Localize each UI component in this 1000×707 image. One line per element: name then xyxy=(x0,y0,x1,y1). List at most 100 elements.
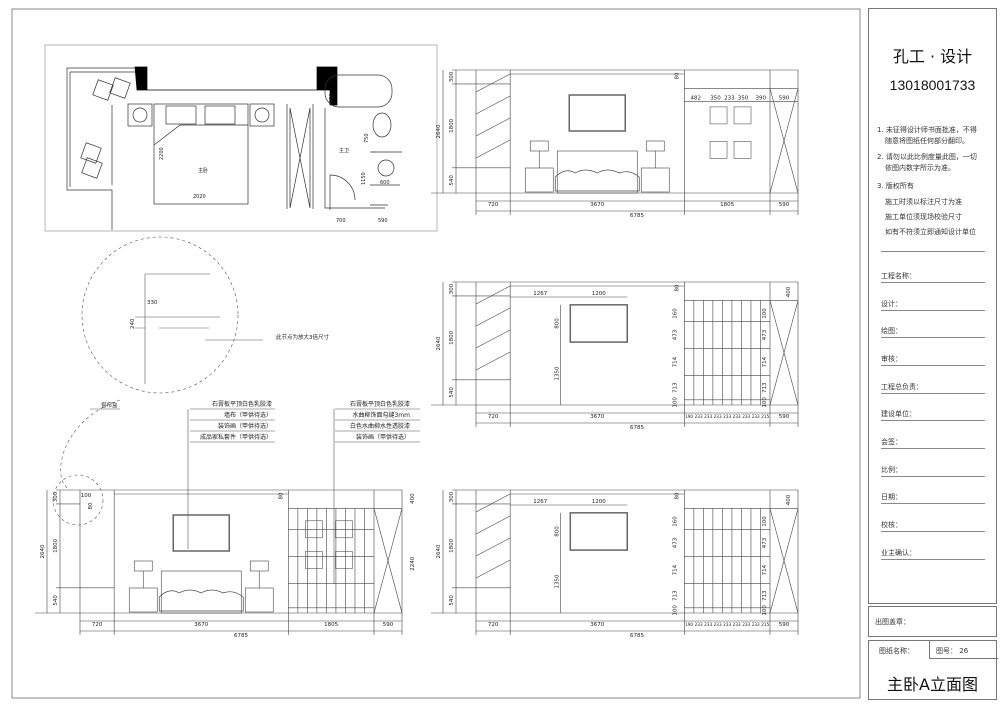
hatch-line xyxy=(475,493,511,513)
field-review: 审核： xyxy=(881,354,985,366)
lamp-shade xyxy=(133,560,153,572)
ceiling-gap-dim: 80 xyxy=(278,492,284,499)
room-label-bath: 主卫 xyxy=(339,147,349,154)
top-right-dim: 400 xyxy=(786,286,792,297)
ceiling-gap-dim: 80 xyxy=(674,284,680,291)
cross-line xyxy=(769,88,799,194)
grid-dim: 100 xyxy=(762,516,768,527)
grid-dim: 473 xyxy=(672,537,678,548)
grid-dim: 100 xyxy=(762,308,768,319)
wardrobe-panel xyxy=(733,106,752,125)
lamp-shade xyxy=(645,140,665,152)
grid-bottom-dim: 233 xyxy=(695,622,703,627)
picture-dim: 1350 xyxy=(554,366,560,380)
studio-name: 孔工 · 设计 xyxy=(892,47,973,66)
picture-frame xyxy=(172,514,231,552)
left-dim: 540 xyxy=(449,175,455,186)
left-dim: 1800 xyxy=(53,538,59,552)
bed-headboard xyxy=(160,570,242,614)
lamp-shade xyxy=(249,560,269,572)
wardrobe-dim: 350 xyxy=(710,95,721,101)
picture-frame xyxy=(569,304,628,343)
callout-left-3: 成品家私套件（甲供待选） xyxy=(200,433,272,441)
cushion-icon xyxy=(80,77,131,179)
callout-left-0: 石膏板平顶白色乳胶漆 xyxy=(212,400,272,408)
grid-dim: 473 xyxy=(762,537,768,548)
bay-window xyxy=(66,67,135,230)
detail-note: 此节点为放大3倍尺寸 xyxy=(276,333,329,341)
top-right-dim: 400 xyxy=(786,494,792,505)
callout-right-3: 装饰画（甲供待选） xyxy=(356,433,410,441)
hatch-line xyxy=(475,351,511,371)
total-width-dim: 6785 xyxy=(234,633,248,639)
left-dim: 1800 xyxy=(449,538,455,552)
bottom-dim: 590 xyxy=(779,622,790,628)
right-height-dim: 2240 xyxy=(410,556,416,570)
grid-dim: 713 xyxy=(762,382,768,393)
drawing-title: 主卧A立面图 xyxy=(887,675,978,694)
dim-door: 700 xyxy=(336,218,346,224)
wardrobe-dim: 590 xyxy=(779,95,790,101)
grid-dim: 473 xyxy=(672,329,678,340)
grid-bottom-dim: 233 xyxy=(733,622,741,627)
wardrobe-panel xyxy=(709,106,728,125)
stamp-box: 出图盖章： xyxy=(868,606,997,637)
bottom-dim: 720 xyxy=(92,622,103,628)
bottom-dim: 3670 xyxy=(590,622,604,628)
bottom-dim: 590 xyxy=(779,202,790,208)
grid-bottom-dim: 233 xyxy=(704,414,712,419)
nightstand xyxy=(640,167,670,193)
hatch-line xyxy=(475,139,511,159)
drawing-number-cell: 图号： 26 xyxy=(929,641,998,659)
plan-labels: 主卧 主卫 2200 2020 950 750 1150 600 700 590 xyxy=(159,93,390,224)
bathtub xyxy=(324,74,393,108)
left-dim: 1800 xyxy=(449,330,455,344)
total-width-dim: 6785 xyxy=(630,633,644,639)
callouts xyxy=(187,408,420,584)
toilet xyxy=(372,112,392,138)
dim-bed-width: 2020 xyxy=(193,194,206,200)
note-3b: 施工单位须现场校验尺寸 xyxy=(885,213,962,221)
wardrobe-dim: 482 xyxy=(691,95,702,101)
grid-bottom-dim: 190 xyxy=(685,622,693,627)
wardrobe-panel xyxy=(335,520,353,539)
bath-door xyxy=(324,108,385,210)
field-owner-confirm: 业主确认： xyxy=(881,548,985,560)
grid-bottom-dim: 233 xyxy=(733,414,741,419)
bottom-dim: 720 xyxy=(488,202,499,208)
grid-bottom-dim: 233 xyxy=(723,622,731,627)
nightstand-icon xyxy=(127,103,275,127)
total-width-dim: 6785 xyxy=(630,213,644,219)
left-dim: 540 xyxy=(449,387,455,398)
note-3a: 施工时须以标注尺寸为准 xyxy=(885,198,962,206)
grid-dim: 100 xyxy=(762,397,768,408)
detail-labels: 330 240 此节点为放大3倍尺寸 窗帘盒 xyxy=(101,300,329,409)
bottom-dim: 3670 xyxy=(194,622,208,628)
sheet-border xyxy=(11,8,861,699)
drawing-title-box: 图纸名称： 图号： 26 主卧A立面图 xyxy=(868,640,998,700)
top-right-dim: 400 xyxy=(410,493,416,504)
note-2b: 依图内数字所示为准。 xyxy=(885,164,955,172)
grid-dim: 714 xyxy=(762,356,768,367)
grid-bottom-dim: 233 xyxy=(704,622,712,627)
hatch-line xyxy=(475,515,511,535)
left-dim: 540 xyxy=(449,595,455,606)
grid-dim: 100 xyxy=(762,605,768,616)
title-block: 孔工 · 设计 13018001733 1. 未征得设计师书面批准，不得 随意将… xyxy=(868,8,997,604)
hatch-line xyxy=(475,73,511,93)
detail-dim: 80 xyxy=(88,502,94,509)
note-1b: 随意将图纸任何部分翻印。 xyxy=(885,137,969,145)
total-height-dim: 2640 xyxy=(436,336,442,350)
picture-dim: 1200 xyxy=(592,499,606,505)
dim-tub: 950 xyxy=(329,93,335,103)
total-height-dim: 2640 xyxy=(436,124,442,138)
wardrobe xyxy=(286,104,314,209)
grid-bottom-dim: 233 xyxy=(752,622,760,627)
studio-phone: 13018001733 xyxy=(889,77,976,93)
note-3c: 如有不符须立即通知设计单位 xyxy=(885,228,976,236)
picture-dim: 1200 xyxy=(592,291,606,297)
